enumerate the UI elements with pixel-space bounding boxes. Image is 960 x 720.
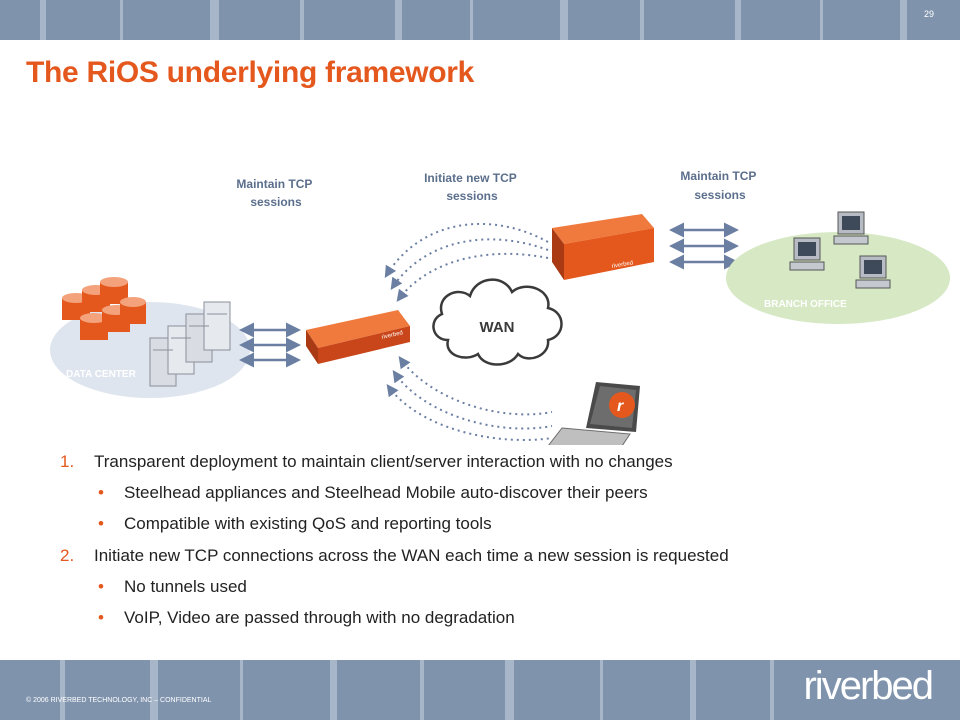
laptop-icon: r	[548, 382, 640, 445]
riverbed-logo: riverbed	[803, 664, 934, 708]
point-2-bullet-1: • No tunnels used	[98, 577, 247, 596]
branch-office-label: BRANCH OFFICE	[764, 299, 847, 310]
svg-text:riverbed: riverbed	[381, 330, 403, 341]
arrows-right	[669, 222, 739, 270]
point-1-bullet-1: • Steelhead appliances and Steelhead Mob…	[98, 483, 648, 502]
mobile-badge: r	[617, 398, 624, 415]
bottom-band	[0, 660, 960, 720]
steelhead-appliance-branch: riverbed	[552, 214, 654, 280]
point-1: 1. Transparent deployment to maintain cl…	[60, 452, 673, 471]
data-center: DATA CENTER	[50, 277, 250, 398]
point-1-text: Transparent deployment to maintain clien…	[94, 452, 673, 471]
key-points: 1. Transparent deployment to maintain cl…	[60, 452, 940, 628]
top-band: 29	[0, 0, 960, 40]
server-rack-icon	[149, 301, 231, 387]
bullet-icon: •	[98, 483, 104, 502]
data-center-label: DATA CENTER	[66, 369, 137, 380]
copyright: © 2006 RIVERBED TECHNOLOGY, INC – CONFID…	[26, 697, 212, 704]
steelhead-appliance-datacenter: riverbed	[306, 310, 410, 364]
branch-office: BRANCH OFFICE	[726, 211, 950, 324]
wan-label: WAN	[480, 319, 515, 336]
point-2: 2. Initiate new TCP connections across t…	[60, 546, 729, 565]
database-stack-icon	[62, 277, 146, 340]
point-2-text: Initiate new TCP connections across the …	[94, 546, 729, 565]
bullet-icon: •	[98, 577, 104, 596]
wan-cloud: WAN	[432, 278, 563, 366]
bullet-icon: •	[98, 514, 104, 533]
label-initiate: Initiate new TCP sessions	[424, 171, 520, 203]
label-maintain-right: Maintain TCP sessions	[680, 169, 759, 202]
point-1-bullet-2: • Compatible with existing QoS and repor…	[98, 514, 492, 533]
desktop-computer-icon	[789, 211, 891, 289]
dotted-arrows-bottom	[386, 356, 553, 441]
bullet-icon: •	[98, 608, 104, 627]
arrows-left	[239, 322, 301, 368]
point-2-bullet-2: • VoIP, Video are passed through with no…	[98, 608, 515, 627]
slide-number: 29	[923, 9, 934, 19]
network-diagram: Maintain TCP sessions Initiate new TCP s…	[50, 169, 950, 445]
slide-title: The RiOS underlying framework	[26, 56, 475, 89]
label-maintain-left: Maintain TCP sessions	[236, 177, 315, 209]
svg-text:riverbed: riverbed	[611, 260, 633, 270]
